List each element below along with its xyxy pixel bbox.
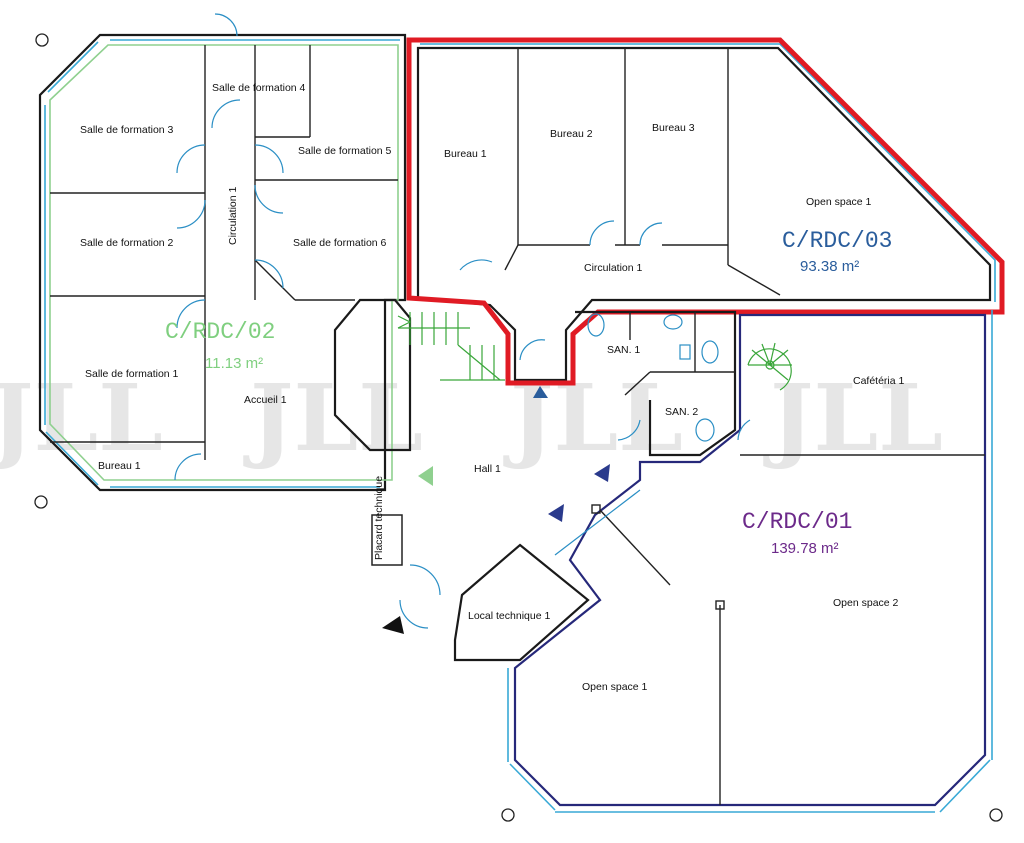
- room-open-space-2: Open space 2: [833, 597, 899, 609]
- room-open-space-top: Open space 1: [806, 196, 872, 208]
- left-wing-outer-wall: [38, 33, 407, 492]
- room-salle-1: Salle de formation 1: [85, 368, 179, 380]
- watermark-text-2: JLL: [243, 364, 423, 472]
- local-technique: [371, 419, 751, 662]
- marker-top-left: [35, 33, 49, 47]
- arrow-black-icon: [382, 616, 404, 634]
- zone-01-wall: [513, 313, 987, 807]
- room-bureau-1: Bureau 1: [444, 148, 487, 160]
- accueil-outline: [49, 44, 399, 481]
- left-wing-glazing: [44, 39, 400, 488]
- marker-mid-left: [34, 495, 48, 509]
- zone-01-glazing: [507, 310, 993, 813]
- sanitary-fixtures: [587, 313, 719, 442]
- arrow-diagonal-icon-1: [594, 464, 610, 482]
- room-open-space-bottom: Open space 1: [582, 681, 648, 693]
- zone-03-area: 93.38 m²: [800, 258, 859, 275]
- zone-03-glazing: [420, 43, 996, 302]
- sanitary-wall: [575, 310, 737, 457]
- toilet-3: [695, 418, 715, 442]
- zone-01-partitions: [591, 454, 985, 805]
- left-wing-partitions: [50, 45, 398, 460]
- spiral-stair: [747, 342, 792, 391]
- room-hall: Hall 1: [474, 463, 501, 475]
- zone-02-area: 11.13 m²: [205, 355, 263, 372]
- watermark-text-1: JLL: [0, 364, 163, 472]
- room-labels: Salle de formation 3 Salle de formation …: [80, 82, 905, 693]
- zone-03-selection-outline: [406, 37, 1005, 386]
- room-placard-technique: Placard technique: [373, 476, 385, 560]
- room-bureau-2: Bureau 2: [550, 128, 593, 140]
- toilet-1: [587, 313, 605, 337]
- left-wing: [38, 13, 407, 492]
- zone-labels: C/RDC/03 93.38 m² C/RDC/02 11.13 m² C/RD…: [165, 228, 892, 557]
- toilet-2: [701, 340, 719, 364]
- zone-01-area: 139.78 m²: [771, 540, 839, 557]
- local-technique-wall: [453, 543, 590, 662]
- view-arrows: [382, 386, 610, 634]
- room-cafeteria: Cafétéria 1: [853, 375, 905, 387]
- room-salle-3: Salle de formation 3: [80, 124, 174, 136]
- room-salle-6: Salle de formation 6: [293, 237, 387, 249]
- room-bureau-left: Bureau 1: [98, 460, 141, 472]
- stairwell: [333, 298, 505, 452]
- room-bureau-3: Bureau 3: [652, 122, 695, 134]
- room-salle-5: Salle de formation 5: [298, 145, 392, 157]
- room-circulation-top: Circulation 1: [584, 262, 643, 274]
- marker-bottom: [501, 808, 515, 822]
- sink-1: [663, 314, 683, 330]
- room-local-technique: Local technique 1: [468, 610, 550, 622]
- room-circulation-left: Circulation 1: [227, 186, 239, 245]
- hall-doors: [399, 419, 751, 629]
- room-accueil: Accueil 1: [244, 394, 287, 406]
- arrow-left-icon: [418, 466, 433, 486]
- stair-treads: [397, 312, 505, 381]
- sanitary-partitions: [624, 312, 735, 396]
- room-san-1: SAN. 1: [607, 344, 640, 356]
- arrow-up-icon: [533, 386, 548, 398]
- sanitary-block: [575, 310, 737, 457]
- stair-core-wall: [333, 298, 412, 452]
- marker-bottom-right: [989, 808, 1003, 822]
- placard-technique-box: [371, 514, 403, 566]
- zone-01: [507, 310, 993, 813]
- left-wing-doors: [174, 13, 284, 481]
- zone-03-partitions: [504, 48, 781, 296]
- room-salle-4: Salle de formation 4: [212, 82, 306, 94]
- urinal: [679, 344, 691, 360]
- watermark-text-4: JLL: [763, 364, 943, 472]
- zone-03-doors: [459, 220, 663, 361]
- zone-02-code: C/RDC/02: [165, 319, 275, 345]
- zone-03-code: C/RDC/03: [782, 228, 892, 254]
- room-san-2: SAN. 2: [665, 406, 698, 418]
- zone-01-code: C/RDC/01: [742, 509, 852, 535]
- survey-markers: [34, 33, 1003, 822]
- room-salle-2: Salle de formation 2: [80, 237, 174, 249]
- zone-03: [406, 37, 1005, 386]
- arrow-diagonal-icon-2: [548, 504, 564, 522]
